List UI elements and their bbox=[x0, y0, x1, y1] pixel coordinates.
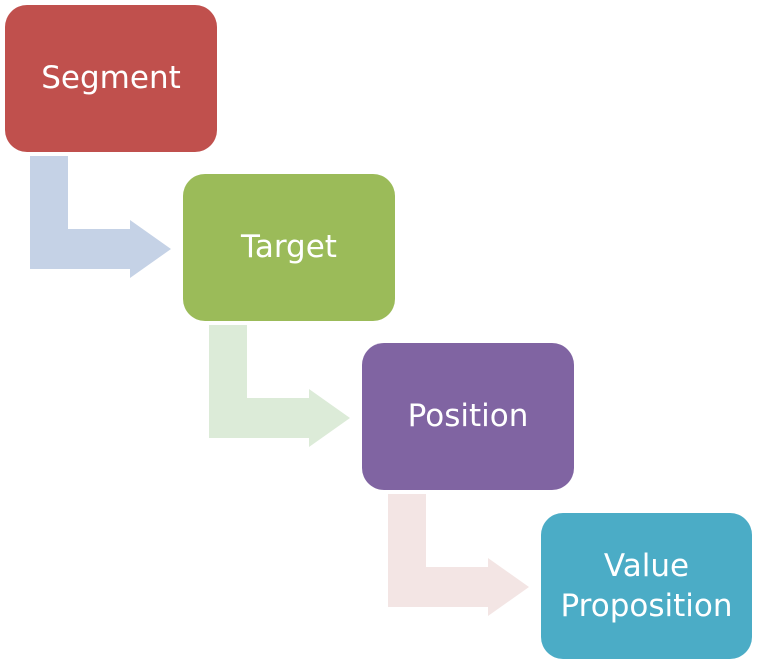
connector-arrow-1-shape bbox=[30, 156, 171, 278]
step-segment-label: Segment bbox=[41, 60, 181, 97]
step-value-proposition-line-2: Proposition bbox=[560, 588, 733, 624]
step-value-proposition-line-1: Value bbox=[603, 547, 690, 584]
step-target-label: Target bbox=[241, 229, 337, 266]
step-position-label: Position bbox=[407, 398, 529, 435]
connector-arrow-3-shape bbox=[388, 494, 529, 616]
step-value-proposition-label: Value Proposition bbox=[561, 546, 733, 627]
step-segment: Segment bbox=[5, 5, 217, 152]
step-target: Target bbox=[183, 174, 395, 321]
connector-arrow-2-shape bbox=[209, 325, 350, 447]
step-position: Position bbox=[362, 343, 574, 490]
step-value-proposition: Value Proposition bbox=[541, 513, 752, 659]
